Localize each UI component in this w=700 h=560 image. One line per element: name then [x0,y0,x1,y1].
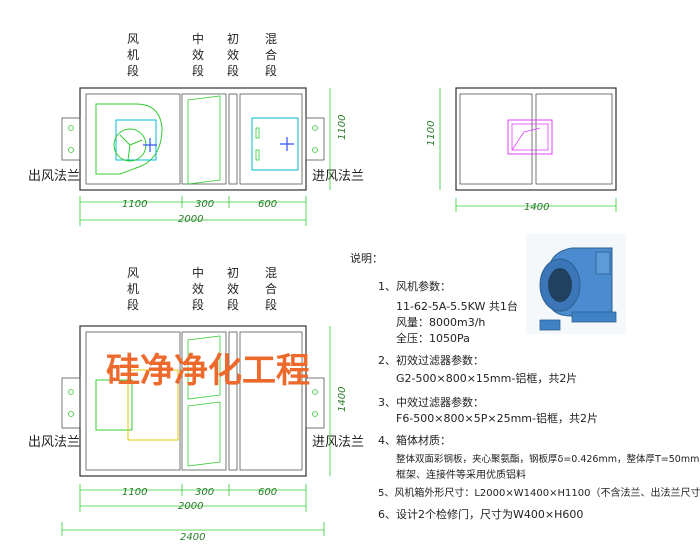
mixing-section-box [239,93,303,185]
note-1a: 11-62-5A-5.5KW 共1台 [396,299,518,313]
dim-total-2: 2000 [178,501,203,512]
flange-bolt [312,125,318,131]
outlet-flange-label: 出风法兰 [28,169,80,184]
note-1c: 全压：1050Pa [396,331,470,345]
fan-body-2 [127,369,179,441]
side-panel-left [459,93,533,185]
fan-photo [526,234,626,334]
outlet-flange [61,117,81,161]
mid-filter-shape [187,95,221,185]
note-4b: 框架、连接件等采用优质铝料 [396,468,526,481]
unit-outline-2 [79,325,307,477]
inlet-flange-2 [305,377,325,429]
note-3a: F6-500×800×5P×25mm-铝框，共2片 [396,411,598,425]
note-6: 6、设计2个检修门，尺寸为W400×H600 [378,507,583,521]
dim-mid-section: 300 [195,199,214,210]
notes-block: 说明： 1、风机参数： 11-62-5A-5.5KW 共1台 风量：8000m3… [350,251,700,521]
label-primary-filter-section-2: 初效段 [227,266,239,312]
fan-center-mark [143,138,157,152]
side-panel-right [535,93,613,185]
label-fan-section: 风机段 [127,32,139,78]
inlet-flange-label: 进风法兰 [312,169,364,184]
note-2a: G2-500×800×15mm-铝框，共2片 [396,371,577,385]
flange-bolt [68,147,74,153]
inlet-flange [305,117,325,161]
outlet-opening [507,119,553,155]
label-mixing-section: 混合段 [265,32,277,78]
side-outline [455,87,617,191]
dim-mix-section: 600 [258,199,277,210]
label-mid-filter-section-2: 中效段 [192,265,204,312]
fan-section-box [85,93,181,185]
dim-fan-section: 1100 [122,199,147,210]
side-height-dim: 1100 [426,121,437,146]
side-width-dim: 1400 [524,202,549,213]
flange-bolt [312,147,318,153]
label-mid-filter-section: 中效段 [192,31,204,78]
door-hinge-bottom [255,149,260,161]
label-fan-section-2: 风机段 [127,266,139,312]
label-primary-filter-section: 初效段 [227,32,239,78]
dim-mid-section-2: 300 [195,487,214,498]
height-dimension-2: 1400 [337,387,348,412]
dim-total: 2000 [178,214,203,225]
unit-outline [79,87,307,191]
primary-filter-box [228,93,238,185]
fan-blades [119,134,143,161]
door-center-mark [280,137,294,151]
mid-filter-box [181,93,227,185]
door-hinge-top [255,127,260,139]
dim-outer-total: 2400 [180,532,205,543]
side-view: 1100 1400 [426,87,617,213]
access-door [251,117,299,171]
note-4: 4、箱体材质： [378,433,451,447]
dim-fan-section-2: 1100 [122,487,147,498]
bottom-plan-view: 风机段 中效段 初效段 混合段 出风法兰 进风法兰 1400 1100 300 … [28,265,364,543]
note-5: 5、风机箱外形尺寸：L2000×W1400×H1100（不含法兰、出法兰尺寸） [378,486,700,499]
dim-mix-section-2: 600 [258,487,277,498]
note-3: 3、中效过滤器参数： [378,395,484,409]
top-plan-view: 风机段 中效段 初效段 混合段 出风法兰 进风法兰 1100 [28,31,364,226]
note-1b: 风量：8000m3/h [396,316,485,329]
outlet-flange-2 [61,377,81,429]
height-dimension: 1100 [337,115,348,140]
label-mixing-section-2: 混合段 [265,266,277,312]
watermark: 硅净净化工程 [106,351,310,391]
fan-housing-shape [95,103,163,175]
fan-outlet-2 [95,379,133,431]
note-2: 2、初效过滤器参数： [378,353,484,367]
notes-title: 说明： [350,251,383,265]
note-1: 1、风机参数： [378,279,451,293]
flange-bolt [68,125,74,131]
inlet-flange-label-2: 进风法兰 [312,435,364,450]
note-4a: 整体双面彩钢板，夹心聚氨酯，钢板厚δ=0.426mm，整体厚T=50mm [396,453,699,465]
outlet-flange-label-2: 出风法兰 [28,435,80,450]
